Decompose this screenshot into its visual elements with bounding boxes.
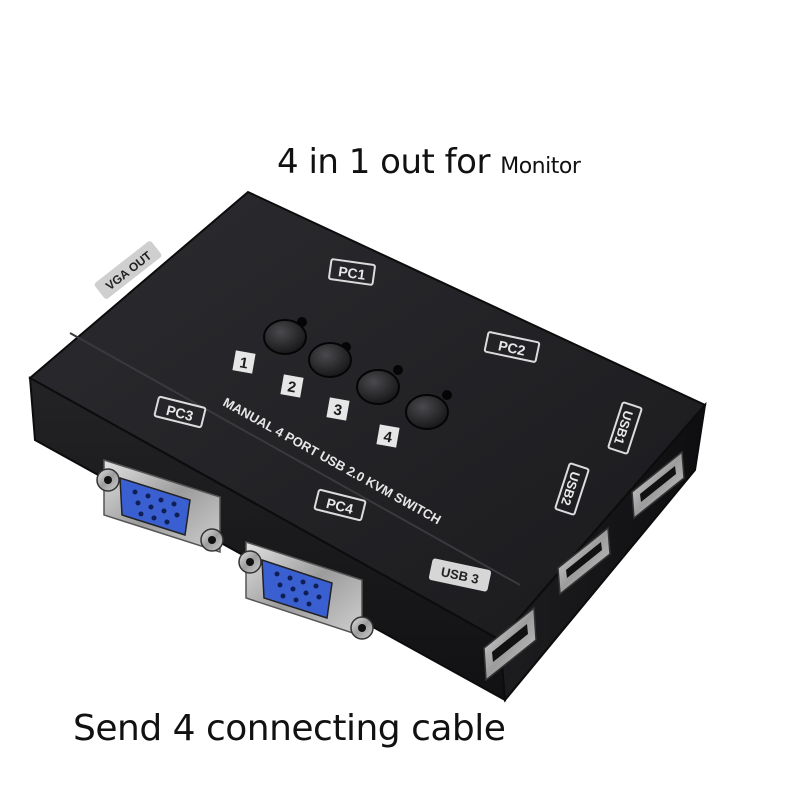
button-number-1: 1 xyxy=(238,354,249,372)
pc2-label: PC2 xyxy=(497,337,527,358)
usb-port-3 xyxy=(483,606,537,682)
led-3 xyxy=(393,365,403,375)
usb-port-1 xyxy=(631,450,685,520)
usb-port-2 xyxy=(557,526,611,596)
headline-main: 4 in 1 out for xyxy=(277,142,490,182)
pc1-label: PC1 xyxy=(337,263,366,283)
vga-port-pc3 xyxy=(96,458,224,554)
headline: 4 in 1 out for Monitor xyxy=(277,142,581,182)
button-number-3: 3 xyxy=(332,401,343,419)
led-4 xyxy=(442,390,452,400)
caption: Send 4 connecting cable xyxy=(73,708,506,749)
pc3-label: PC3 xyxy=(165,402,196,424)
port-button-4 xyxy=(405,394,449,430)
pc4-label: PC4 xyxy=(325,495,356,517)
button-number-4: 4 xyxy=(382,428,394,446)
port-button-1 xyxy=(263,319,307,355)
button-number-2: 2 xyxy=(286,378,297,396)
headline-tail: Monitor xyxy=(500,154,581,179)
vga-port-pc4 xyxy=(238,540,374,640)
port-button-2 xyxy=(308,342,352,378)
port-button-3 xyxy=(356,369,400,405)
